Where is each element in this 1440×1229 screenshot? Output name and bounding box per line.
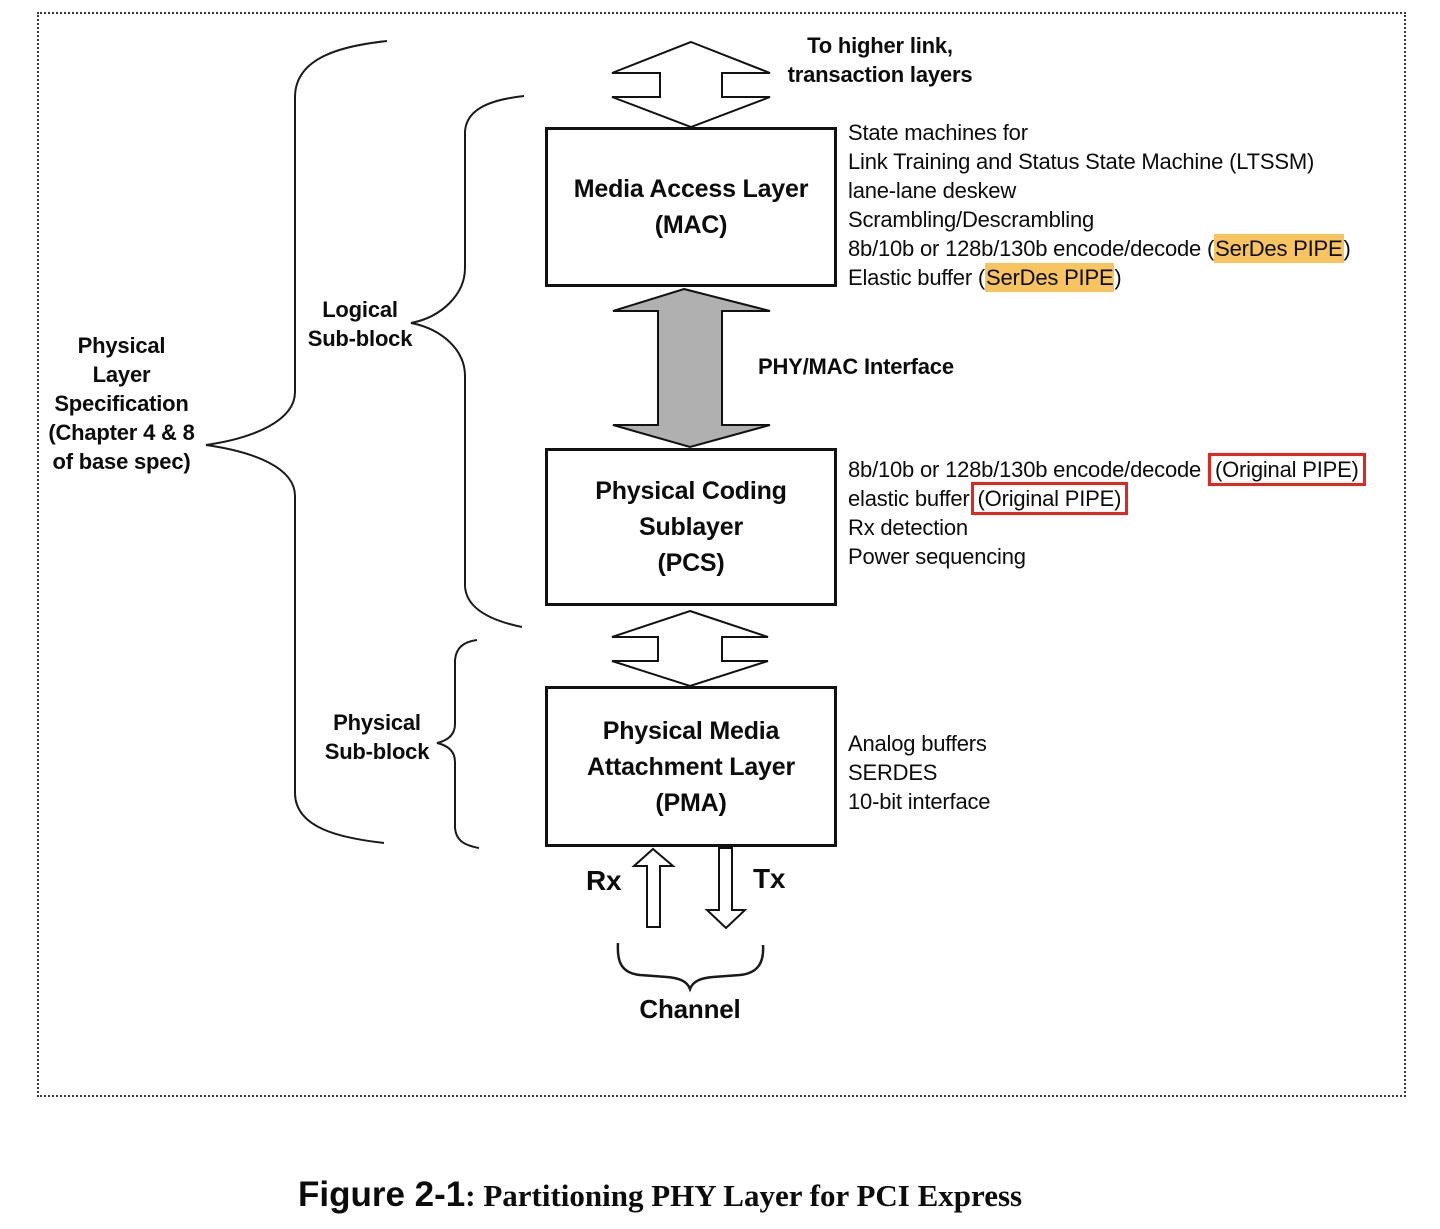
pma-note-line1: Analog buffers	[848, 731, 987, 756]
mac-note-line2: Link Training and Status State Machine (…	[848, 149, 1315, 174]
rx-label: Rx	[586, 865, 622, 896]
physical-subblock-brace	[436, 639, 480, 849]
mac-note-line4: Scrambling/Descrambling	[848, 207, 1095, 232]
figure-caption-number: Figure 2-1	[298, 1175, 466, 1214]
serdes-pipe-highlight: SerDes PIPE	[1214, 234, 1344, 263]
logical-label-line1: Logical	[322, 297, 398, 322]
pcs-pma-arrow	[611, 609, 769, 688]
phy-mac-interface-label: PHY/MAC Interface	[758, 354, 954, 379]
pcs-note-line1: 8b/10b or 128b/130b encode/decode (Origi…	[848, 453, 1366, 486]
higher-layers-label-line2: transaction layers	[787, 62, 973, 87]
pcs-title-line2: Sublayer	[638, 513, 743, 541]
phy-spec-line2: Layer	[92, 362, 151, 387]
phy-spec-line3: Specification	[54, 391, 189, 416]
logical-subblock-label: Logical Sub-block	[295, 295, 425, 353]
phy-spec-line4: (Chapter 4 & 8	[48, 420, 195, 445]
mac-title-line1: Media Access Layer	[573, 175, 809, 203]
pma-notes: Analog buffers SERDES 10-bit interface	[848, 729, 991, 816]
tx-arrow	[704, 847, 748, 930]
dotted-border	[37, 12, 1406, 1097]
pma-title-line1: Physical Media	[602, 716, 780, 745]
physical-label-line1: Physical	[333, 710, 421, 735]
original-pipe-redbox: (Original PIPE)	[1207, 453, 1366, 486]
mac-note-line3: lane-lane deskew	[848, 178, 1017, 203]
serdes-pipe-highlight: SerDes PIPE	[985, 263, 1115, 292]
pcs-note-line2-text: elastic buffer	[848, 486, 970, 511]
pma-note-line3: 10-bit interface	[848, 789, 991, 814]
pma-title-line2: Attachment Layer	[587, 752, 795, 781]
channel-brace	[616, 942, 765, 993]
physical-label-line2: Sub-block	[324, 739, 430, 764]
mac-notes: State machines for Link Training and Sta…	[848, 118, 1351, 292]
pcs-notes: 8b/10b or 128b/130b encode/decode (Origi…	[848, 453, 1366, 571]
physical-layer-spec-brace	[205, 40, 388, 844]
figure-caption-title: : Partitioning PHY Layer for PCI Express	[465, 1178, 1023, 1213]
figure-caption: Figure 2-1: Partitioning PHY Layer for P…	[298, 1175, 1022, 1215]
mac-note-line1: State machines for	[848, 120, 1028, 145]
tx-label: Tx	[753, 863, 786, 894]
original-pipe-redbox: (Original PIPE)	[970, 482, 1129, 515]
pcs-title-line3: (PCS)	[657, 549, 725, 577]
phy-mac-interface-arrow	[612, 287, 771, 449]
physical-layer-spec-label: Physical Layer Specification (Chapter 4 …	[31, 331, 212, 476]
phy-spec-line5: of base spec)	[52, 449, 191, 474]
mac-note-line6-text: Elastic buffer (	[848, 265, 986, 290]
pcs-note-line3: Rx detection	[848, 515, 968, 540]
higher-layers-arrow	[611, 40, 771, 129]
pcs-note-line2: elastic buffer(Original PIPE)	[848, 482, 1366, 515]
mac-note-line5-text: 8b/10b or 128b/130b encode/decode (	[848, 236, 1215, 261]
channel-label: Channel	[639, 994, 741, 1024]
higher-layers-label-line1: To higher link,	[807, 33, 953, 58]
mac-title-line2: (MAC)	[654, 211, 728, 239]
physical-subblock-label: Physical Sub-block	[312, 708, 442, 766]
logical-subblock-brace	[410, 95, 525, 628]
pma-layer-box: Physical Media Attachment Layer (PMA)	[545, 686, 837, 847]
pma-title-line3: (PMA)	[655, 788, 727, 817]
mac-note-line6-close: )	[1114, 265, 1122, 290]
pma-note-line2: SERDES	[848, 760, 938, 785]
mac-note-line6: Elastic buffer (SerDes PIPE)	[848, 263, 1351, 292]
logical-label-line2: Sub-block	[307, 326, 413, 351]
phy-spec-line1: Physical	[77, 333, 166, 358]
rx-arrow	[631, 847, 676, 928]
mac-note-line5-close: )	[1343, 236, 1351, 261]
pcs-note-line1-text: 8b/10b or 128b/130b encode/decode	[848, 457, 1207, 482]
pcs-layer-box: Physical Coding Sublayer (PCS)	[545, 448, 837, 606]
mac-note-line5: 8b/10b or 128b/130b encode/decode (SerDe…	[848, 234, 1351, 263]
pcs-title-line1: Physical Coding	[595, 477, 787, 505]
pcs-note-line4: Power sequencing	[848, 544, 1026, 569]
higher-layers-label: To higher link, transaction layers	[770, 31, 990, 89]
mac-layer-box: Media Access Layer (MAC)	[545, 127, 837, 287]
